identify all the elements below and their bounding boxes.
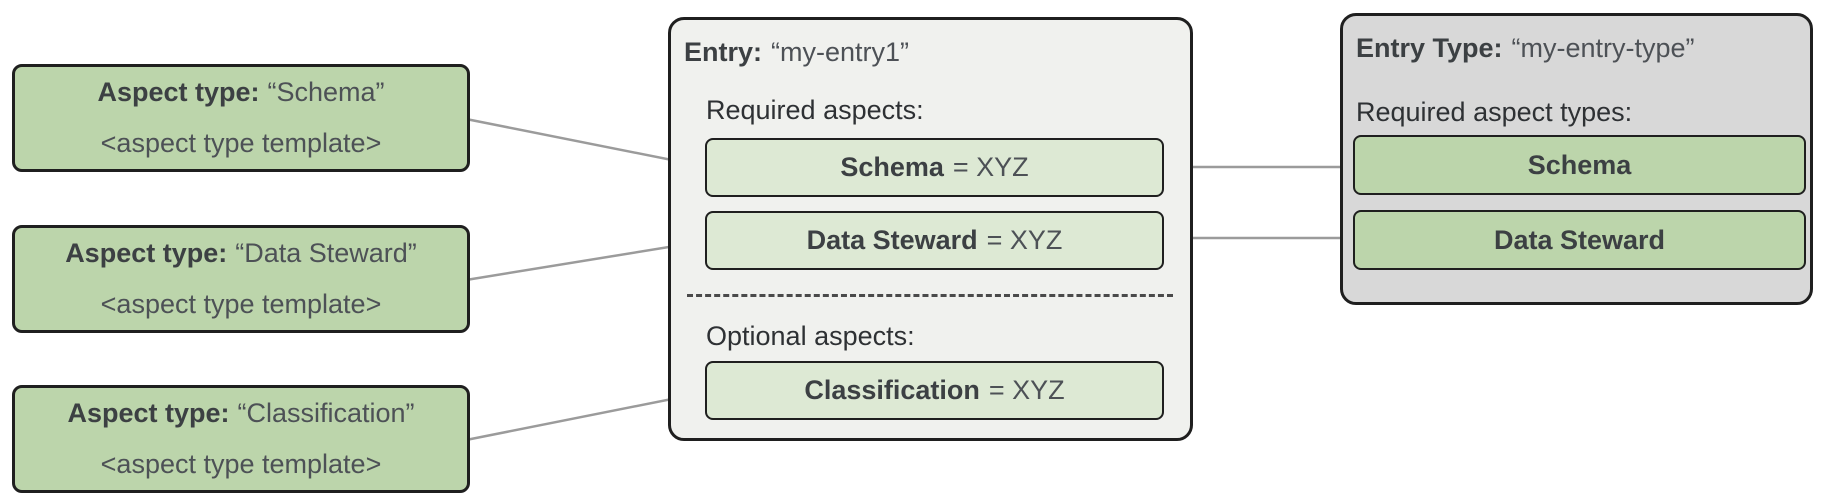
- required-aspect-types-label: Required aspect types:: [1356, 97, 1633, 127]
- aspect-row-schema: Schema = XYZ: [705, 138, 1164, 197]
- aspect-type-card-title: Aspect type:“Classification”: [67, 400, 414, 427]
- entry-type-label: Entry Type:: [1356, 33, 1503, 63]
- aspect-type-template: <aspect type template>: [100, 128, 382, 158]
- aspect-value: = XYZ: [986, 225, 1063, 255]
- aspect-type-name: Data Steward: [1493, 224, 1666, 255]
- aspect-type-card-data-steward: Aspect type:“Data Steward” <aspect type …: [12, 225, 470, 333]
- aspect-type-name: “Classification”: [237, 398, 415, 428]
- aspect-type-row-data-steward: Data Steward: [1353, 210, 1806, 270]
- aspect-type-label: Aspect type:: [67, 398, 230, 428]
- aspect-type-label: Aspect type:: [65, 238, 228, 268]
- entry-panel: Entry: “my-entry1” Required aspects: Sche…: [668, 17, 1193, 441]
- required-aspects-label: Required aspects:: [706, 95, 924, 125]
- aspect-type-card-title: Aspect type:“Data Steward”: [65, 240, 417, 267]
- entry-type-panel: Entry Type: “my-entry-type” Required aspe…: [1340, 13, 1813, 305]
- aspect-type-label: Aspect type:: [97, 77, 260, 107]
- entry-type-panel-title: Entry Type: “my-entry-type”: [1356, 33, 1695, 64]
- aspect-row-data-steward: Data Steward = XYZ: [705, 211, 1164, 270]
- aspect-type-template: <aspect type template>: [100, 289, 382, 319]
- entry-type-name: “my-entry-type”: [1511, 33, 1695, 63]
- aspect-type-card-classification: Aspect type:“Classification” <aspect typ…: [12, 385, 470, 493]
- aspect-type-template: <aspect type template>: [100, 449, 382, 479]
- aspect-type-card-title: Aspect type:“Schema”: [97, 79, 384, 106]
- aspect-value: = XYZ: [988, 375, 1065, 405]
- entry-panel-title: Entry: “my-entry1”: [684, 37, 909, 68]
- aspect-name: Classification: [804, 375, 980, 405]
- aspect-type-card-schema: Aspect type:“Schema” <aspect type templa…: [12, 64, 470, 172]
- aspect-type-row-schema: Schema: [1353, 135, 1806, 195]
- entry-name: “my-entry1”: [771, 37, 910, 67]
- aspect-type-name: “Data Steward”: [235, 238, 417, 268]
- entry-label: Entry:: [684, 37, 763, 67]
- aspect-type-name: Schema: [1527, 149, 1632, 180]
- aspect-type-name: “Schema”: [267, 77, 385, 107]
- aspect-row-classification: Classification = XYZ: [705, 361, 1164, 420]
- optional-divider: [687, 294, 1173, 297]
- aspect-name: Data Steward: [806, 225, 978, 255]
- aspect-name: Schema: [840, 152, 944, 182]
- aspect-value: = XYZ: [952, 152, 1029, 182]
- optional-aspects-label: Optional aspects:: [706, 321, 915, 351]
